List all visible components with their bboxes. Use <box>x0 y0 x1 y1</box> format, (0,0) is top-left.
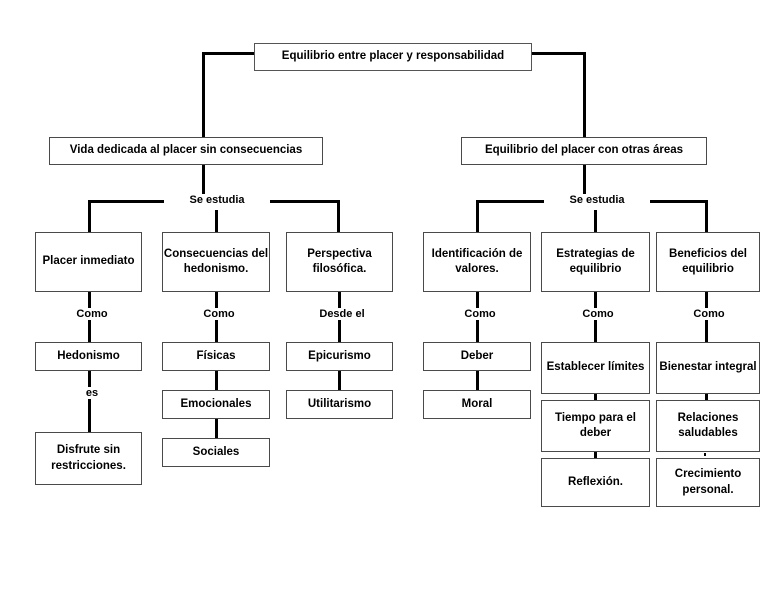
node-reflexion: Reflexión. <box>541 458 650 507</box>
connector-left-bus-left <box>88 200 173 203</box>
connector-left-bus-right <box>232 200 339 203</box>
connector-relaciones-to-crecimiento-dot <box>704 453 706 456</box>
node-epicurismo: Epicurismo <box>286 342 393 371</box>
node-deber: Deber <box>423 342 531 371</box>
edge-label-right-se-estudia: Se estudia <box>544 194 650 206</box>
connector-bienestar-to-relaciones <box>705 394 708 402</box>
edge-label-left-se-estudia: Se estudia <box>164 194 270 206</box>
node-hedonismo: Hedonismo <box>35 342 142 371</box>
connector-emocionales-to-sociales <box>215 419 218 439</box>
node-crecimiento-personal: Crecimiento personal. <box>656 458 760 507</box>
connector-right-bus-left <box>476 200 551 203</box>
connector-right-bus-right <box>618 200 708 203</box>
connector-right-bus-left-drop <box>476 200 479 233</box>
edge-label-col5-como: Como <box>568 308 628 320</box>
edge-label-col1-como: Como <box>62 308 122 320</box>
connector-tiempo-to-reflexion <box>594 452 597 460</box>
node-root: Equilibrio entre placer y responsabilida… <box>254 43 532 71</box>
edge-label-col2-como: Como <box>189 308 249 320</box>
node-utilitarismo: Utilitarismo <box>286 390 393 419</box>
node-perspectiva-filosofica: Perspectiva filosófica. <box>286 232 393 292</box>
node-fisicas: Físicas <box>162 342 270 371</box>
node-relaciones-saludables: Relaciones saludables <box>656 400 760 452</box>
node-estrategias-equilibrio: Estrategias de equilibrio <box>541 232 650 292</box>
edge-label-col3-desde-el: Desde el <box>307 308 377 320</box>
connector-left-bus-left-drop <box>88 200 91 233</box>
node-establecer-limites: Establecer límites <box>541 342 650 394</box>
connector-root-to-left-horizontal <box>202 52 256 55</box>
node-emocionales: Emocionales <box>162 390 270 419</box>
node-beneficios-equilibrio: Beneficios del equilibrio <box>656 232 760 292</box>
edge-label-col6-como: Como <box>679 308 739 320</box>
edge-label-col1-es: es <box>71 387 113 399</box>
connector-root-to-right-horizontal <box>530 52 586 55</box>
node-moral: Moral <box>423 390 531 419</box>
node-bienestar-integral: Bienestar integral <box>656 342 760 394</box>
node-placer-inmediato: Placer inmediato <box>35 232 142 292</box>
connector-hedonismo-to-disfrute <box>88 371 91 433</box>
connector-left-branch-stem <box>202 165 205 201</box>
connector-fisicas-to-emocionales <box>215 371 218 391</box>
node-branch-left: Vida dedicada al placer sin consecuencia… <box>49 137 323 165</box>
node-branch-right: Equilibrio del placer con otras áreas <box>461 137 707 165</box>
connector-root-to-left-vertical <box>202 52 205 142</box>
connector-deber-to-moral <box>476 371 479 391</box>
node-sociales: Sociales <box>162 438 270 467</box>
connector-right-bus-center-drop <box>594 210 597 233</box>
edge-label-col4-como: Como <box>450 308 510 320</box>
node-disfrute-sin-restricciones: Disfrute sin restricciones. <box>35 432 142 485</box>
connector-right-bus-right-drop <box>705 200 708 233</box>
connector-right-branch-stem <box>583 165 586 201</box>
connector-left-bus-right-drop <box>337 200 340 233</box>
node-identificacion-valores: Identificación de valores. <box>423 232 531 292</box>
node-tiempo-para-el-deber: Tiempo para el deber <box>541 400 650 452</box>
node-consecuencias-hedonismo: Consecuencias del hedonismo. <box>162 232 270 292</box>
connector-left-bus-center-drop <box>215 210 218 233</box>
connector-epicurismo-to-utilitarismo <box>338 371 341 391</box>
connector-root-to-right-vertical <box>583 52 586 142</box>
connector-establecer-to-tiempo <box>594 394 597 402</box>
